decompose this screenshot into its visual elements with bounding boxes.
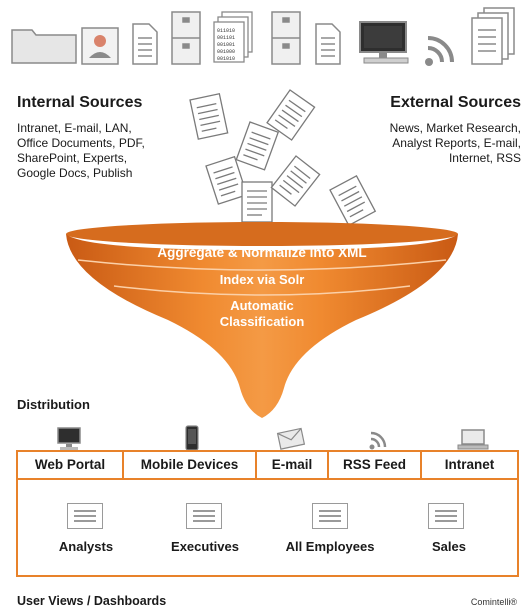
channel-email[interactable]: E-mail	[257, 452, 329, 478]
file-cabinet-icon	[271, 11, 301, 65]
document-icon	[189, 92, 229, 140]
document-icon	[132, 23, 158, 65]
mobile-device-icon	[185, 425, 199, 451]
svg-text:001000: 001000	[217, 49, 235, 55]
dashboard-icon	[186, 503, 222, 529]
external-line: Analyst Reports, E-mail,	[392, 136, 521, 150]
brand-label: Comintelli®	[470, 597, 517, 607]
channel-icons	[57, 425, 489, 451]
channel-web-portal[interactable]: Web Portal	[18, 452, 124, 478]
rss-icon	[369, 431, 387, 450]
distribution-title: Distribution	[17, 397, 90, 412]
user-group-all-employees[interactable]: All Employees	[285, 539, 375, 554]
external-line: Internet, RSS	[448, 151, 521, 165]
svg-text:001101: 001101	[217, 35, 235, 41]
document-icon	[235, 121, 280, 171]
distribution-frame	[16, 450, 519, 577]
dashboard-icon	[67, 503, 103, 529]
frame-divider	[16, 478, 519, 480]
dashboard-icon	[428, 503, 464, 529]
internal-sources-list: Intranet, E-mail, LAN, Office Documents,…	[17, 121, 145, 181]
document-icon	[241, 181, 273, 223]
envelope-icon	[276, 427, 306, 450]
external-sources-title: External Sources	[390, 94, 521, 111]
rss-icon	[425, 36, 454, 66]
external-sources-list: News, Market Research, Analyst Reports, …	[390, 121, 521, 166]
internal-sources-title: Internal Sources	[17, 94, 143, 111]
monitor-icon	[359, 21, 409, 64]
user-group-sales[interactable]: Sales	[432, 539, 466, 554]
internal-line: Intranet, E-mail, LAN,	[17, 121, 132, 135]
user-group-executives[interactable]: Executives	[171, 539, 239, 554]
internal-line: SharePoint, Experts,	[17, 151, 128, 165]
external-line: News, Market Research,	[389, 121, 521, 135]
stage-aggregate: Aggregate & Normalize into XML	[157, 245, 367, 260]
document-icon	[266, 89, 316, 141]
user-group-analysts[interactable]: Analysts	[58, 539, 114, 554]
document-icon	[315, 23, 341, 65]
document-icon	[270, 155, 321, 207]
file-cabinet-icon	[171, 11, 201, 65]
svg-text:001001: 001001	[217, 42, 235, 48]
document-icon	[205, 155, 248, 205]
svg-text:001010: 001010	[217, 56, 235, 62]
channel-mobile-devices[interactable]: Mobile Devices	[124, 452, 257, 478]
dashboard-icon	[312, 503, 348, 529]
laptop-icon	[457, 429, 489, 450]
person-card-icon	[81, 27, 119, 65]
document-icon	[329, 175, 377, 227]
internal-line: Office Documents, PDF,	[17, 136, 145, 150]
stage-classification-line1: Automatic	[230, 298, 294, 313]
binary-data-icon: 011010 001101 001001 001000 001010	[213, 11, 253, 63]
channel-intranet[interactable]: Intranet	[444, 457, 495, 472]
user-views-title: User Views / Dashboards	[17, 594, 167, 608]
incoming-documents	[189, 89, 377, 227]
processing-funnel	[66, 222, 458, 418]
folder-icon	[11, 29, 77, 64]
svg-text:011010: 011010	[217, 28, 235, 34]
stage-classification-line2: Classification	[219, 314, 305, 329]
source-icons-row: 011010 001101 001001 001000 001010	[11, 7, 515, 66]
channel-rss-feed[interactable]: RSS Feed	[329, 452, 422, 478]
monitor-icon	[57, 427, 81, 450]
internal-line: Google Docs, Publish	[17, 166, 133, 180]
stacked-documents-icon	[471, 7, 515, 65]
stage-index: Index via Solr	[219, 272, 305, 287]
